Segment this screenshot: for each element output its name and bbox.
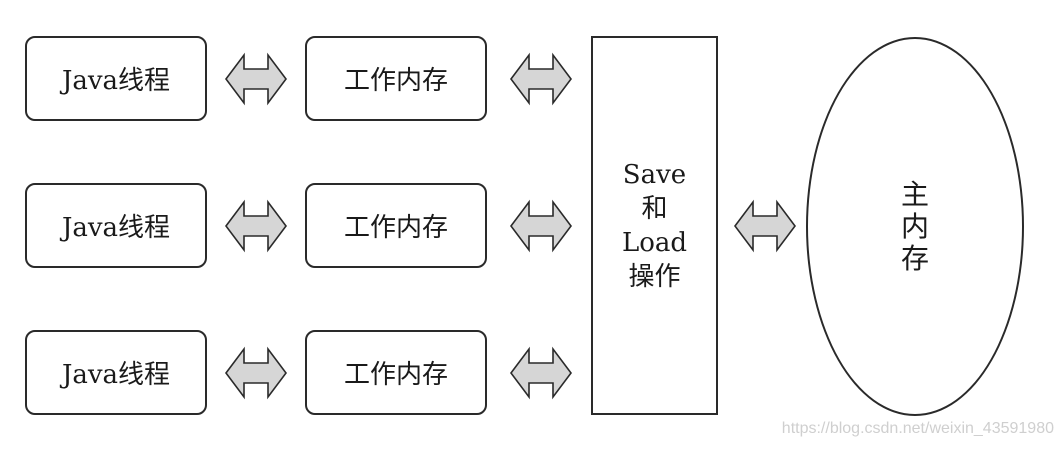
and-label: 和 [641, 193, 668, 224]
save-label: Save [622, 159, 687, 190]
double-arrow-icon [509, 345, 573, 401]
working-memory-label: 工作内存 [343, 66, 448, 96]
main-memory-char-3: 存 [900, 241, 929, 275]
double-arrow-icon [733, 198, 797, 254]
working-memory-label: 工作内存 [343, 360, 448, 390]
main-memory-char-2: 内 [900, 209, 929, 243]
java-thread-box-3: Java线程 [25, 330, 207, 415]
java-thread-label: Java线程 [61, 213, 171, 243]
working-memory-box-3: 工作内存 [305, 330, 487, 415]
double-arrow-icon [509, 51, 573, 107]
working-memory-box-1: 工作内存 [305, 36, 487, 121]
double-arrow-icon [224, 51, 288, 107]
save-load-box: Save 和 Load 操作 [591, 36, 718, 415]
java-thread-box-2: Java线程 [25, 183, 207, 268]
double-arrow-icon [509, 198, 573, 254]
double-arrow-icon [224, 198, 288, 254]
operation-label: 操作 [628, 261, 681, 292]
java-thread-label: Java线程 [61, 360, 171, 390]
double-arrow-icon [224, 345, 288, 401]
watermark: https://blog.csdn.net/weixin_43591980 [781, 420, 1054, 437]
main-memory-ellipse: 主 内 存 [806, 37, 1024, 416]
main-memory-char-1: 主 [900, 177, 929, 211]
java-thread-label: Java线程 [61, 66, 171, 96]
working-memory-box-2: 工作内存 [305, 183, 487, 268]
load-label: Load [621, 227, 688, 258]
java-thread-box-1: Java线程 [25, 36, 207, 121]
working-memory-label: 工作内存 [343, 213, 448, 243]
